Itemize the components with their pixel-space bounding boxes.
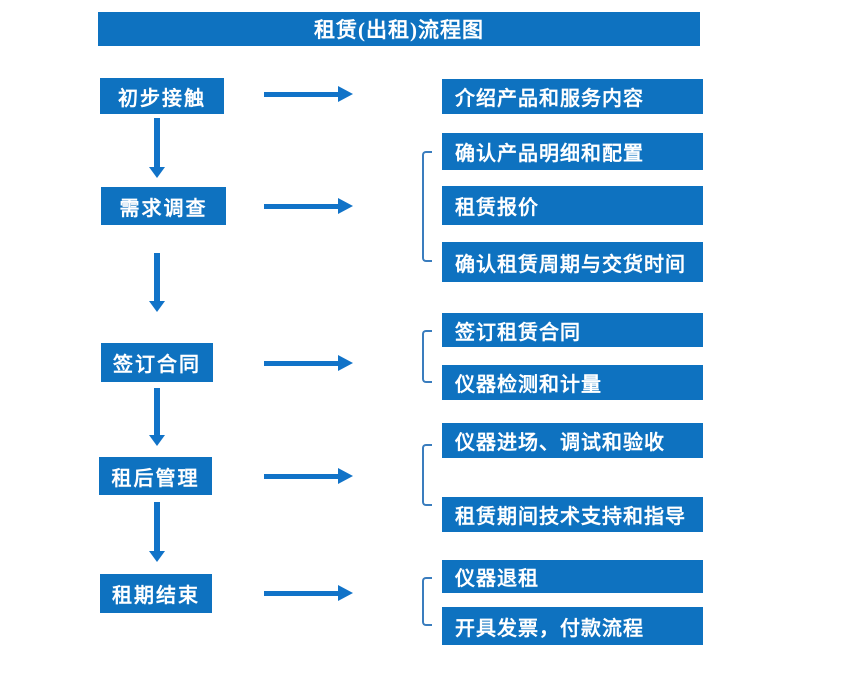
arrow-shaft — [264, 91, 338, 97]
stage-box-lease-end: 租期结束 — [100, 574, 212, 613]
stage-label: 租期结束 — [112, 585, 200, 607]
detail-label: 仪器检测和计量 — [455, 374, 602, 396]
detail-box-technical-support: 租赁期间技术支持和指导 — [442, 497, 703, 532]
arrow-shaft — [264, 203, 338, 209]
detail-box-confirm-product-config: 确认产品明细和配置 — [442, 133, 703, 170]
stage-label: 需求调查 — [119, 197, 208, 220]
group-bracket — [422, 577, 432, 626]
right-arrow-icon — [264, 86, 353, 102]
arrow-head — [149, 301, 165, 312]
stage-box-demand-survey: 需求调查 — [101, 187, 226, 225]
arrow-shaft — [154, 388, 160, 435]
detail-label: 确认租赁周期与交货时间 — [455, 253, 686, 276]
flowchart-title-text: 租赁(出租)流程图 — [314, 18, 484, 42]
down-arrow-icon — [149, 118, 165, 296]
detail-box-instrument-setup: 仪器进场、调试和验收 — [442, 423, 703, 458]
detail-label: 签订租赁合同 — [455, 321, 581, 344]
arrow-head — [338, 355, 353, 371]
arrow-shaft — [154, 502, 160, 551]
detail-box-invoice-payment: 开具发票，付款流程 — [442, 607, 703, 645]
arrow-shaft — [264, 473, 338, 479]
arrow-shaft — [264, 590, 338, 596]
detail-label: 租赁期间技术支持和指导 — [455, 506, 686, 528]
stage-box-sign-contract: 签订合同 — [101, 343, 213, 382]
detail-box-confirm-rental-period: 确认租赁周期与交货时间 — [442, 242, 703, 282]
stage-label: 签订合同 — [113, 354, 201, 376]
arrow-head — [149, 435, 165, 446]
detail-label: 开具发票，付款流程 — [455, 617, 644, 640]
right-arrow-icon — [264, 585, 353, 601]
detail-label: 仪器退租 — [455, 568, 539, 590]
detail-label: 确认产品明细和配置 — [455, 143, 644, 165]
arrow-head — [149, 167, 165, 178]
detail-box-rental-quote: 租赁报价 — [442, 186, 703, 225]
arrow-shaft — [264, 360, 338, 366]
arrow-head — [338, 468, 353, 484]
stage-label: 租后管理 — [111, 467, 200, 490]
group-bracket — [422, 330, 432, 383]
detail-label: 介绍产品和服务内容 — [455, 88, 644, 110]
detail-box-instrument-return: 仪器退租 — [442, 560, 703, 593]
arrow-shaft — [154, 253, 160, 301]
group-bracket — [422, 444, 432, 506]
arrow-head — [338, 198, 353, 214]
flowchart-title: 租赁(出租)流程图 — [98, 12, 700, 46]
right-arrow-icon — [264, 355, 353, 371]
detail-box-sign-rental-contract: 签订租赁合同 — [442, 313, 703, 347]
detail-box-introduce-products: 介绍产品和服务内容 — [442, 79, 703, 114]
detail-label: 租赁报价 — [455, 197, 539, 219]
right-arrow-icon — [264, 468, 353, 484]
stage-box-post-rental-management: 租后管理 — [99, 457, 212, 495]
stage-label: 初步接触 — [118, 87, 206, 110]
arrow-head — [149, 551, 165, 562]
group-bracket — [422, 151, 432, 262]
right-arrow-icon — [264, 198, 353, 214]
arrow-head — [338, 86, 353, 102]
detail-box-instrument-inspection: 仪器检测和计量 — [442, 365, 703, 400]
stage-box-initial-contact: 初步接触 — [100, 78, 224, 114]
detail-label: 仪器进场、调试和验收 — [455, 432, 665, 454]
arrow-head — [338, 585, 353, 601]
arrow-shaft — [154, 118, 160, 167]
